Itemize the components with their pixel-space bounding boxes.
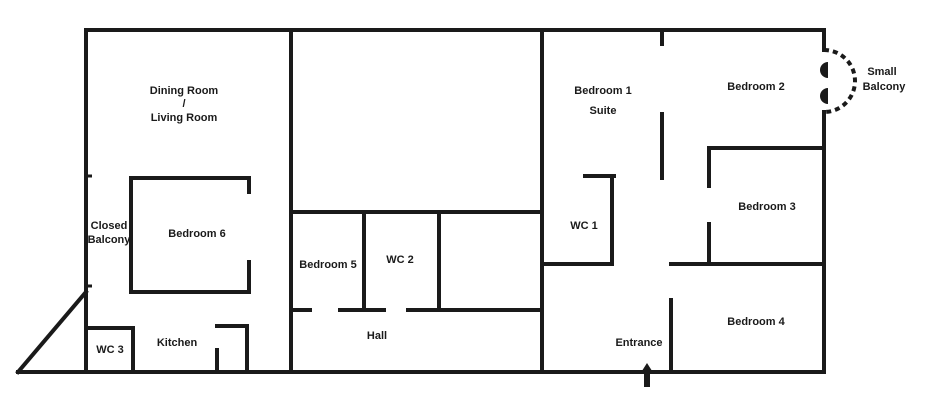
suite-label: Suite	[590, 105, 617, 117]
wc-3-label: WC 3	[96, 344, 124, 356]
bedroom-3-label: Bedroom 3	[738, 201, 795, 213]
small-balcony-label-1: Small	[867, 66, 896, 78]
bedroom-6-label: Bedroom 6	[168, 228, 225, 240]
dining-room-label: Dining Room	[150, 85, 219, 97]
small-balcony-label-2: Balcony	[863, 81, 907, 93]
room-labels: Dining Room / Living Room Closed Balcony…	[88, 66, 907, 356]
small-balcony	[820, 48, 857, 114]
wc-2-label: WC 2	[386, 254, 414, 266]
arrow-up-icon	[640, 363, 654, 387]
half-circle-icon	[820, 62, 828, 78]
entrance-label: Entrance	[615, 337, 662, 349]
half-circle-icon	[820, 88, 828, 104]
living-room-label: Living Room	[151, 112, 218, 124]
bedroom-5-label: Bedroom 5	[299, 259, 356, 271]
wc-1-label: WC 1	[570, 220, 598, 232]
kitchen-label: Kitchen	[157, 337, 198, 349]
hall-label: Hall	[367, 330, 387, 342]
outer-walls	[15, 28, 826, 375]
dining-room-separator: /	[182, 98, 185, 110]
bedroom-1-label: Bedroom 1	[574, 85, 631, 97]
closed-balcony-label-1: Closed	[91, 220, 128, 232]
left-block-walls	[84, 28, 293, 374]
bedroom-4-label: Bedroom 4	[727, 316, 785, 328]
right-block-walls	[540, 28, 826, 374]
bedroom-2-label: Bedroom 2	[727, 81, 784, 93]
closed-balcony-label-2: Balcony	[88, 234, 132, 246]
middle-block-walls	[289, 210, 544, 312]
